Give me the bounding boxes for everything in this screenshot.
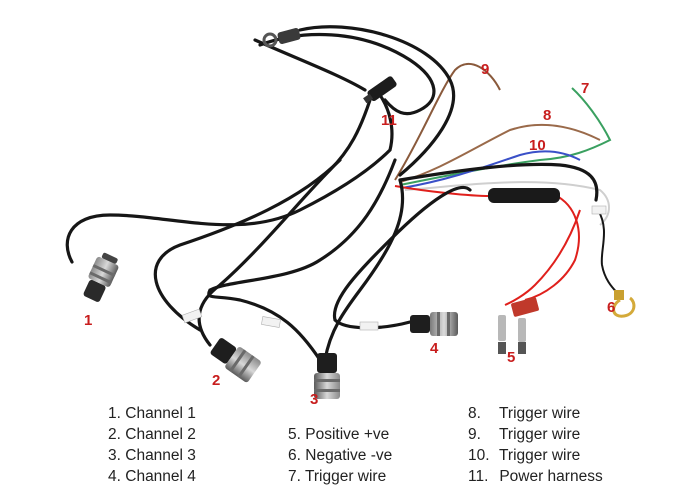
- wire-white: [404, 181, 610, 226]
- legend-item: 11. Power harness: [468, 466, 603, 487]
- channel-2-connector: [210, 338, 261, 383]
- legend-number: 1.: [108, 405, 121, 422]
- legend-item: 5. Positive +ve: [288, 424, 392, 445]
- wire-9-brown: [394, 63, 501, 181]
- legend-item: 6. Negative -ve: [288, 445, 392, 466]
- legend-number: 7.: [288, 468, 301, 485]
- callout-4: 4: [430, 340, 439, 357]
- positive-wire-a: [524, 194, 580, 301]
- channel-3-cable-b: [323, 178, 405, 362]
- ring-clip: [262, 28, 301, 48]
- cable-tag: [359, 321, 379, 331]
- legend-label: Channel 1: [125, 405, 196, 422]
- legend-label: Power harness: [499, 468, 603, 485]
- cable-tags: [181, 205, 607, 331]
- legend-number: 2.: [108, 426, 121, 443]
- channel-4-connector: [410, 312, 458, 336]
- legend-label: Channel 3: [125, 447, 196, 464]
- legend-label: Trigger wire: [499, 405, 581, 422]
- callout-9: 9: [481, 61, 489, 78]
- channel-1-cable: [65, 93, 394, 264]
- legend-number: 8.: [468, 405, 481, 422]
- legend-label: Trigger wire: [499, 426, 581, 443]
- legend-item: 2. Channel 2: [108, 424, 196, 445]
- callout-8: 8: [543, 107, 551, 124]
- callout-10: 10: [529, 137, 546, 154]
- callouts: 1 2 3 4 5 6 7 8 9 10 11: [84, 61, 615, 408]
- channel-3-cable: [207, 158, 397, 362]
- legend-label: Negative -ve: [305, 447, 393, 464]
- channel-4-cable: [332, 185, 472, 330]
- legend-item: 10. Trigger wire: [468, 445, 603, 466]
- power-harness-plug: [363, 76, 397, 104]
- legend-number: 4.: [108, 468, 121, 485]
- wire-7-green: [399, 87, 612, 186]
- legend-number: 6.: [288, 447, 301, 464]
- callout-2: 2: [212, 372, 220, 389]
- callout-1: 1: [84, 312, 92, 329]
- legend-label: Trigger wire: [499, 447, 581, 464]
- legend-label: Channel 4: [125, 468, 196, 485]
- legend-number: 11.: [468, 468, 489, 485]
- legend-item: 3. Channel 3: [108, 445, 196, 466]
- legend-label: Channel 2: [125, 426, 196, 443]
- right-black-trunk: [398, 162, 599, 202]
- legend-number: 5.: [288, 426, 301, 443]
- legend-number: 10.: [468, 447, 490, 464]
- cable-tag: [591, 205, 607, 215]
- legend-item: 4. Channel 4: [108, 466, 196, 487]
- positive-terminals: [498, 297, 539, 354]
- cable-tag: [181, 308, 203, 324]
- cable-tag: [261, 316, 281, 328]
- positive-wires: [504, 194, 581, 306]
- wire-10-blue: [401, 150, 581, 189]
- channel-2-cable-b: [153, 158, 342, 332]
- positive-wire-b: [504, 209, 581, 306]
- legend-label: Trigger wire: [304, 468, 387, 485]
- callout-5: 5: [507, 349, 515, 366]
- negative-ring-terminal: [612, 290, 636, 318]
- inline-module: [488, 188, 560, 203]
- callout-11: 11: [381, 112, 397, 129]
- callout-6: 6: [607, 299, 615, 316]
- black-cables: [65, 25, 599, 362]
- channel-2-cable: [197, 98, 372, 347]
- channel-1-connector: [83, 252, 119, 302]
- legend-column-3: 8. Trigger wire 9. Trigger wire 10. Trig…: [468, 403, 603, 487]
- legend-column-1: 1. Channel 1 2. Channel 2 3. Channel 3 4…: [108, 403, 196, 487]
- legend-item: 7. Trigger wire: [288, 466, 392, 487]
- legend-item: 9. Trigger wire: [468, 424, 603, 445]
- callout-7: 7: [581, 80, 589, 97]
- callout-3: 3: [310, 391, 318, 408]
- power-harness-cable-loop: [298, 25, 456, 177]
- legend-column-2: 5. Positive +ve 6. Negative -ve 7. Trigg…: [288, 424, 392, 487]
- legend-item: 1. Channel 1: [108, 403, 196, 424]
- legend-item: 8. Trigger wire: [468, 403, 603, 424]
- power-harness-cable-loop2: [253, 38, 367, 92]
- channel-3-connector: [314, 353, 340, 399]
- wire-8-brown: [399, 123, 601, 183]
- power-harness-cable: [258, 33, 436, 116]
- legend-number: 9.: [468, 426, 481, 443]
- legend-number: 3.: [108, 447, 121, 464]
- legend-label: Positive +ve: [305, 426, 390, 443]
